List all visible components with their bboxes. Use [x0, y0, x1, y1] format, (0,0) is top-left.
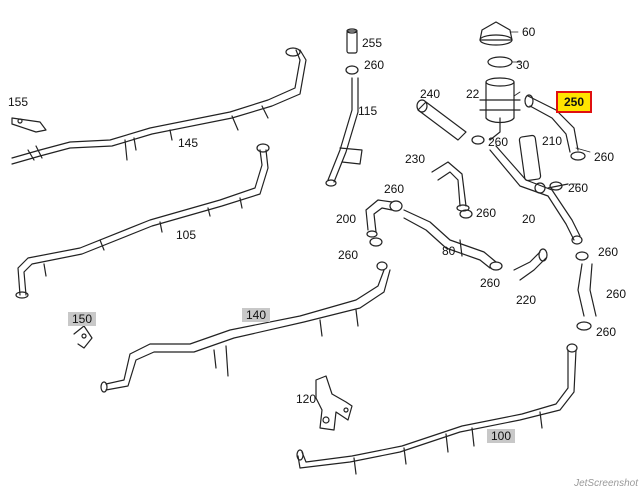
label-260-a: 260 — [364, 58, 385, 72]
pipe-140 — [100, 261, 391, 393]
hose-220 — [513, 248, 548, 281]
label-80: 80 — [442, 244, 456, 258]
leader-lines — [509, 31, 591, 185]
label-260-k: 260 — [606, 287, 627, 301]
label-250-highlighted: 250 — [556, 91, 593, 113]
part-20-connector — [489, 145, 583, 245]
label-260-f: 260 — [476, 206, 497, 220]
label-20: 20 — [522, 212, 536, 226]
label-260-j: 260 — [596, 325, 617, 339]
clamp-260-i — [575, 251, 589, 261]
label-260-i: 260 — [598, 245, 619, 259]
label-60: 60 — [522, 25, 536, 39]
label-140: 140 — [242, 308, 271, 322]
pipe-105 — [15, 143, 270, 299]
clamp-260-e — [369, 237, 383, 247]
part-150-bracket — [73, 325, 93, 349]
hose-230 — [431, 161, 470, 212]
label-22: 22 — [466, 87, 480, 101]
part-120-bracket — [315, 375, 353, 431]
label-260-e: 260 — [338, 248, 359, 262]
label-230: 230 — [405, 152, 426, 166]
clamp-260-j — [576, 321, 592, 331]
label-120: 120 — [296, 392, 317, 406]
part-30-seal — [487, 56, 513, 68]
hose-200 — [365, 199, 393, 238]
label-100: 100 — [487, 429, 516, 443]
label-200: 200 — [336, 212, 357, 226]
part-255-cap — [346, 28, 358, 54]
watermark: JetScreenshot — [574, 478, 638, 489]
label-260-g: 260 — [480, 276, 501, 290]
label-115: 115 — [358, 104, 378, 118]
hose-right — [577, 263, 597, 317]
label-260-c: 260 — [594, 150, 615, 164]
label-150: 150 — [68, 312, 97, 326]
label-260-d: 260 — [384, 182, 405, 196]
part-22-reservoir — [479, 77, 521, 141]
hose-210 — [518, 134, 542, 182]
label-260-h: 260 — [568, 181, 589, 195]
hose-240 — [416, 99, 467, 141]
part-155-bracket — [11, 117, 47, 133]
pipe-115 — [325, 77, 363, 187]
clamp-260-d — [389, 200, 403, 212]
part-260-clamp-top — [345, 65, 359, 75]
clamp-260-f — [459, 209, 473, 219]
label-210: 210 — [542, 134, 563, 148]
clamp-260-g — [489, 261, 503, 271]
label-220: 220 — [516, 293, 537, 307]
label-260-b: 260 — [488, 135, 509, 149]
label-255: 255 — [362, 36, 383, 50]
pipe-80 — [403, 209, 497, 269]
label-240: 240 — [420, 87, 441, 101]
part-60-cap — [479, 21, 513, 46]
pipe-100 — [296, 343, 578, 475]
label-145: 145 — [178, 136, 199, 150]
label-155: 155 — [8, 95, 29, 109]
clamp-260-c — [570, 151, 586, 161]
label-105: 105 — [176, 228, 197, 242]
hose-250 — [524, 94, 579, 153]
pipe-145 — [11, 47, 307, 165]
clamp-260-b — [471, 135, 485, 145]
clamp-260-h — [549, 181, 563, 191]
label-30: 30 — [516, 58, 530, 72]
